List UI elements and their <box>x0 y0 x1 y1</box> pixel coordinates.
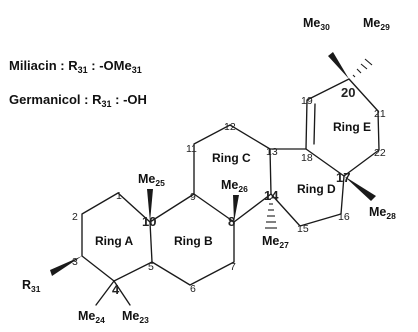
ring-bonds <box>81 78 380 286</box>
atom-c15: 15 <box>297 223 309 235</box>
group-me23: Me23 <box>122 309 149 325</box>
atom-c14: 14 <box>264 188 279 203</box>
atom-c16: 16 <box>338 211 350 223</box>
group-me30: Me30 <box>303 16 330 32</box>
atom-c20: 20 <box>341 85 355 100</box>
atom-numbers: 1 2 3 4 5 6 7 8 9 10 11 12 13 14 15 16 1… <box>72 85 386 297</box>
ring-a-label: Ring A <box>95 234 134 248</box>
group-me27: Me27 <box>262 234 289 250</box>
ring-d-label: Ring D <box>297 182 336 196</box>
atom-c22: 22 <box>374 147 386 159</box>
atom-c21: 21 <box>374 108 386 120</box>
atom-c5: 5 <box>148 261 154 273</box>
atom-c11: 11 <box>186 143 197 155</box>
group-me26: Me26 <box>221 178 248 194</box>
ring-c-label: Ring C <box>212 151 251 165</box>
substituent-labels: Me30 Me29 Me25 Me26 Me27 Me28 Me24 Me23 … <box>22 16 396 325</box>
atom-c6: 6 <box>190 283 196 295</box>
atom-c12: 12 <box>224 121 236 133</box>
atom-c13: 13 <box>266 146 278 158</box>
ring-labels: Ring A Ring B Ring C Ring D Ring E <box>95 120 371 248</box>
atom-c4: 4 <box>112 282 120 297</box>
group-me24: Me24 <box>78 309 105 325</box>
atom-c8: 8 <box>228 214 235 229</box>
legend-miliacin: Miliacin : R31 : -OMe31 <box>9 58 142 75</box>
atom-c10: 10 <box>142 214 156 229</box>
atom-c2: 2 <box>72 211 78 223</box>
ring-e-label: Ring E <box>333 120 371 134</box>
legend-germanicol: Germanicol : R31 : -OH <box>9 92 147 109</box>
atom-c1: 1 <box>116 190 122 202</box>
atom-c17: 17 <box>336 170 350 185</box>
group-me29: Me29 <box>363 16 390 32</box>
group-r31: R31 <box>22 278 41 294</box>
group-me28: Me28 <box>369 205 396 221</box>
stereo-bonds <box>50 52 376 306</box>
ring-b-label: Ring B <box>174 234 213 248</box>
atom-c3: 3 <box>72 256 78 268</box>
atom-c9: 9 <box>190 191 196 203</box>
atom-c18: 18 <box>301 152 313 164</box>
atom-c19: 19 <box>301 95 313 107</box>
atom-c7: 7 <box>230 261 236 273</box>
group-me25: Me25 <box>138 172 165 188</box>
